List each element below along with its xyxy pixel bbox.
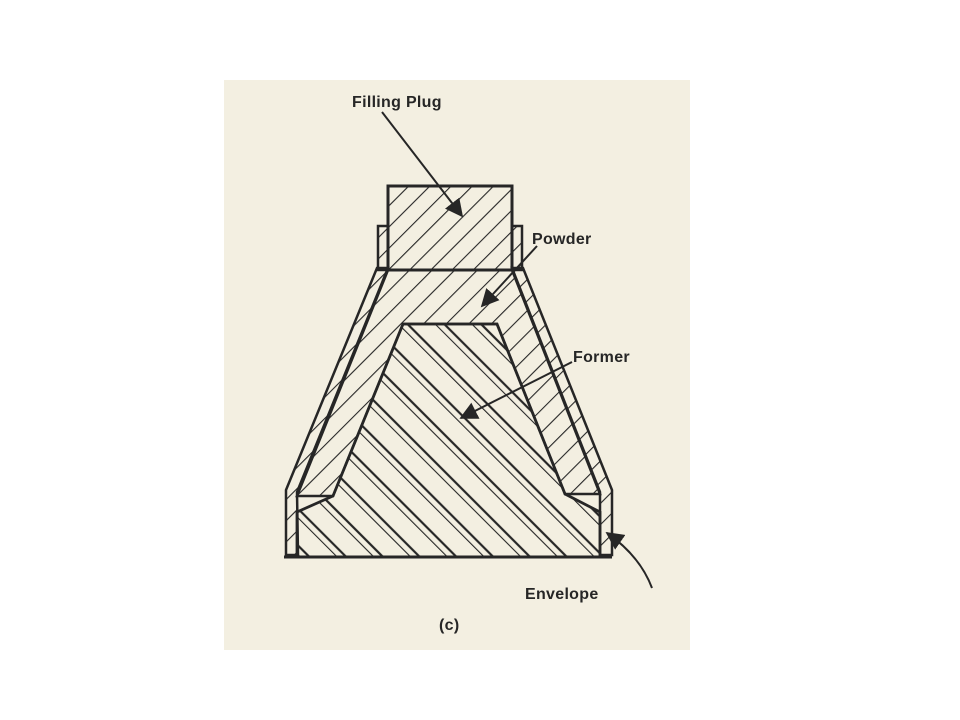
- powder-leader-arrow: [480, 245, 538, 308]
- envelope-leader-arrow: [605, 531, 653, 589]
- filling-plug: [386, 184, 514, 272]
- label-former: Former: [573, 349, 630, 366]
- label-powder: Powder: [532, 231, 592, 248]
- former-leader-arrow: [459, 361, 573, 419]
- filling-plug-leader-arrow: [381, 111, 464, 218]
- label-filling-plug: Filling Plug: [352, 94, 442, 111]
- label-envelope: Envelope: [525, 586, 599, 603]
- figure-caption: (c): [439, 617, 459, 634]
